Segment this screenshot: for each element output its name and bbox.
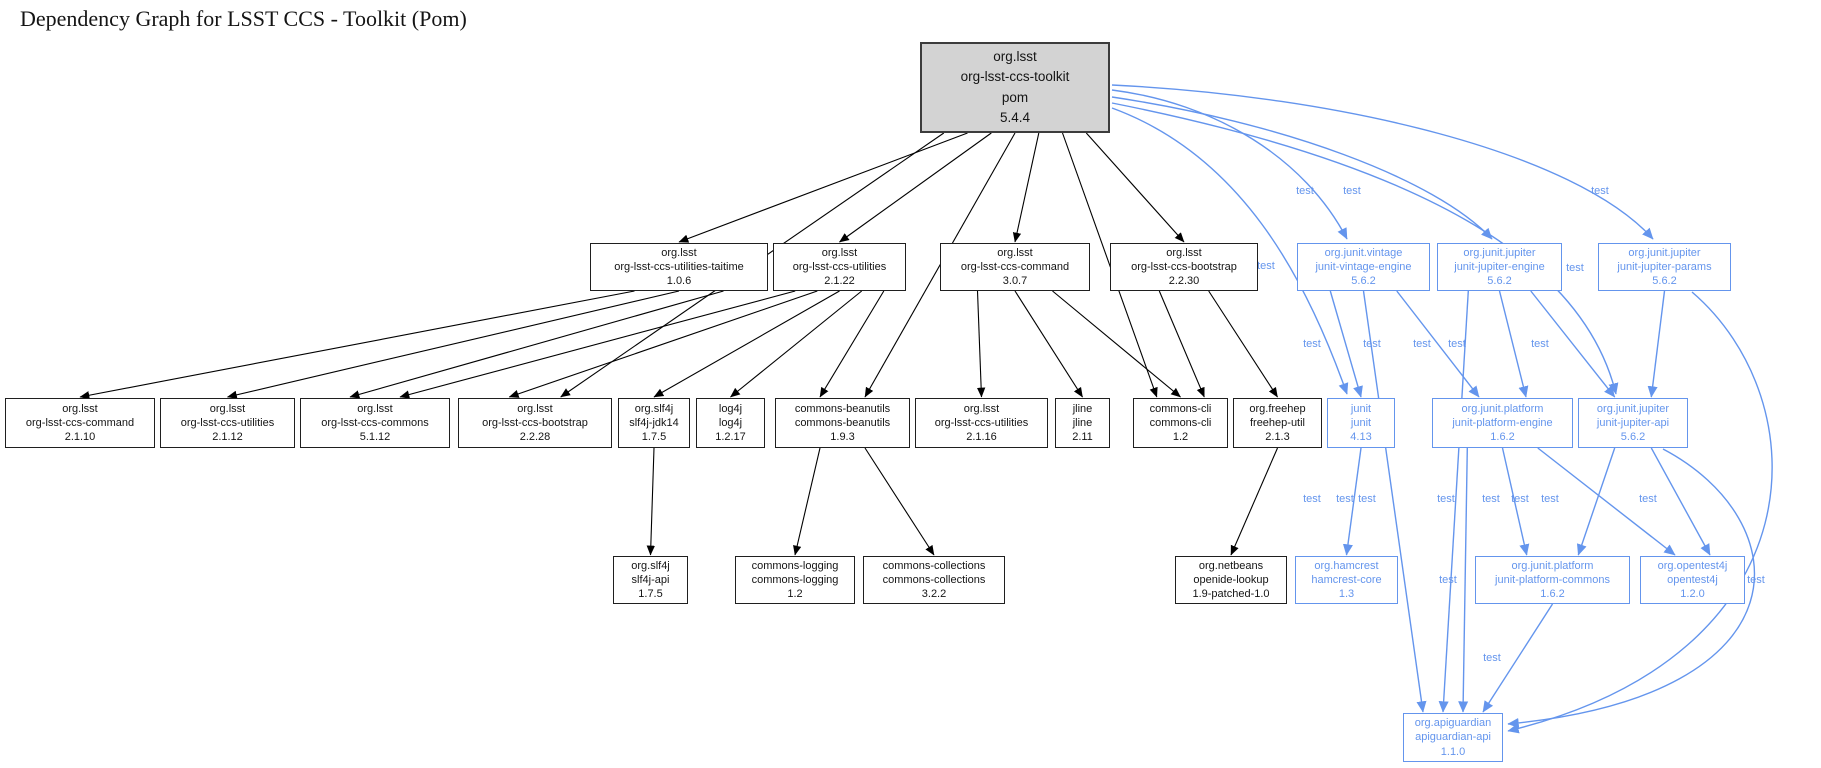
- edge-root-junit: [1111, 107, 1349, 395]
- edge-root-jupapi: [1111, 102, 1619, 395]
- edge-root-jupengine: [1111, 96, 1493, 240]
- edge-jupparams-apiguardian: [1507, 291, 1773, 734]
- diagram-title: Dependency Graph for LSST CCS - Toolkit …: [20, 6, 467, 31]
- edge-beanutils-clogging: [793, 447, 821, 556]
- edge-root-jupparams: [1111, 84, 1654, 240]
- edge-label-root-jupparams: test: [1591, 185, 1609, 197]
- edge-label-vintage-platengine: test: [1363, 338, 1381, 350]
- edge-label-junit-hamcrest: test: [1303, 493, 1321, 505]
- edge-label-root-jupapi: test: [1566, 262, 1584, 274]
- edge-label-jupengine-apiguardian: test: [1358, 493, 1376, 505]
- edge-jupapi-platcommons: [1576, 447, 1616, 556]
- edge-bootstrap2230-freehep: [1208, 290, 1278, 398]
- edge-jupparams-jupapi: [1647, 290, 1666, 398]
- edge-label-root-vintage: test: [1296, 185, 1314, 197]
- edge-platengine-apiguardian: [1458, 447, 1469, 713]
- edge-root-taitime: [678, 132, 968, 243]
- edge-jupapi-opentest4j: [1650, 447, 1711, 556]
- edge-root-bootstrap2230: [1085, 132, 1185, 243]
- edge-label-jupparams-jupapi: test: [1531, 338, 1549, 350]
- edge-label-jupengine-jupapi: test: [1448, 338, 1466, 350]
- edge-junit-hamcrest: [1342, 447, 1362, 556]
- edge-root-command307: [1012, 132, 1040, 243]
- edge-command307-commonscli: [1052, 290, 1181, 398]
- edge-jupengine-platengine: [1498, 290, 1529, 398]
- edge-label-platengine-platcommons: test: [1437, 493, 1455, 505]
- edge-jupengine-apiguardian: [1438, 290, 1469, 713]
- edge-label-root-jupengine: test: [1343, 185, 1361, 197]
- edge-label-platcommons-apiguardian: test: [1483, 652, 1501, 664]
- edge-command307-jline: [1014, 290, 1083, 398]
- edge-label-jupapi-apiguardian: test: [1747, 574, 1765, 586]
- edge-label-vintage-junit: test: [1303, 338, 1321, 350]
- edge-vintage-apiguardian: [1362, 290, 1427, 713]
- edge-platengine-opentest4j: [1537, 447, 1676, 556]
- edge-platengine-platcommons: [1501, 447, 1530, 556]
- edge-slf4jjdk14-slf4japi: [646, 447, 655, 556]
- edge-freehep-openide: [1230, 447, 1279, 556]
- edge-utilities22-log4j: [730, 290, 863, 398]
- edge-label-root-junit: test: [1257, 260, 1275, 272]
- edge-taitime-command2110: [79, 290, 635, 400]
- edge-label-vintage-apiguardian: test: [1336, 493, 1354, 505]
- edge-vintage-junit: [1329, 290, 1363, 398]
- edge-root-vintage: [1111, 89, 1348, 240]
- edge-root-commonscli: [1061, 132, 1158, 398]
- edge-beanutils-ccollections: [864, 447, 935, 556]
- edge-label-platengine-opentest4j: test: [1482, 493, 1500, 505]
- edge-root-utilities22: [839, 132, 992, 243]
- edge-label-jupapi-platcommons: test: [1511, 493, 1529, 505]
- edge-utilities22-commons5112: [399, 290, 796, 399]
- edge-platcommons-apiguardian: [1482, 603, 1554, 713]
- edge-label-jupparams-apiguardian: test: [1639, 493, 1657, 505]
- edge-bootstrap2230-commonscli: [1158, 290, 1205, 398]
- edge-vintage-platengine: [1396, 290, 1480, 398]
- edge-utilities22-slf4jjdk14: [653, 290, 840, 398]
- edge-utilities22-beanutils: [819, 290, 885, 398]
- edge-jupengine-jupapi: [1530, 290, 1616, 398]
- edge-taitime-commons5112: [349, 290, 724, 399]
- edge-label-jupapi-opentest4j: test: [1541, 493, 1559, 505]
- edge-utilities22-bootstrap2228: [508, 290, 818, 398]
- edge-jupapi-apiguardian: [1507, 448, 1756, 728]
- edge-command307-utilities2116: [976, 290, 986, 398]
- edge-taitime-utilities2112: [226, 290, 680, 399]
- edge-label-jupengine-platengine: test: [1413, 338, 1431, 350]
- edge-label-platengine-apiguardian: test: [1439, 574, 1457, 586]
